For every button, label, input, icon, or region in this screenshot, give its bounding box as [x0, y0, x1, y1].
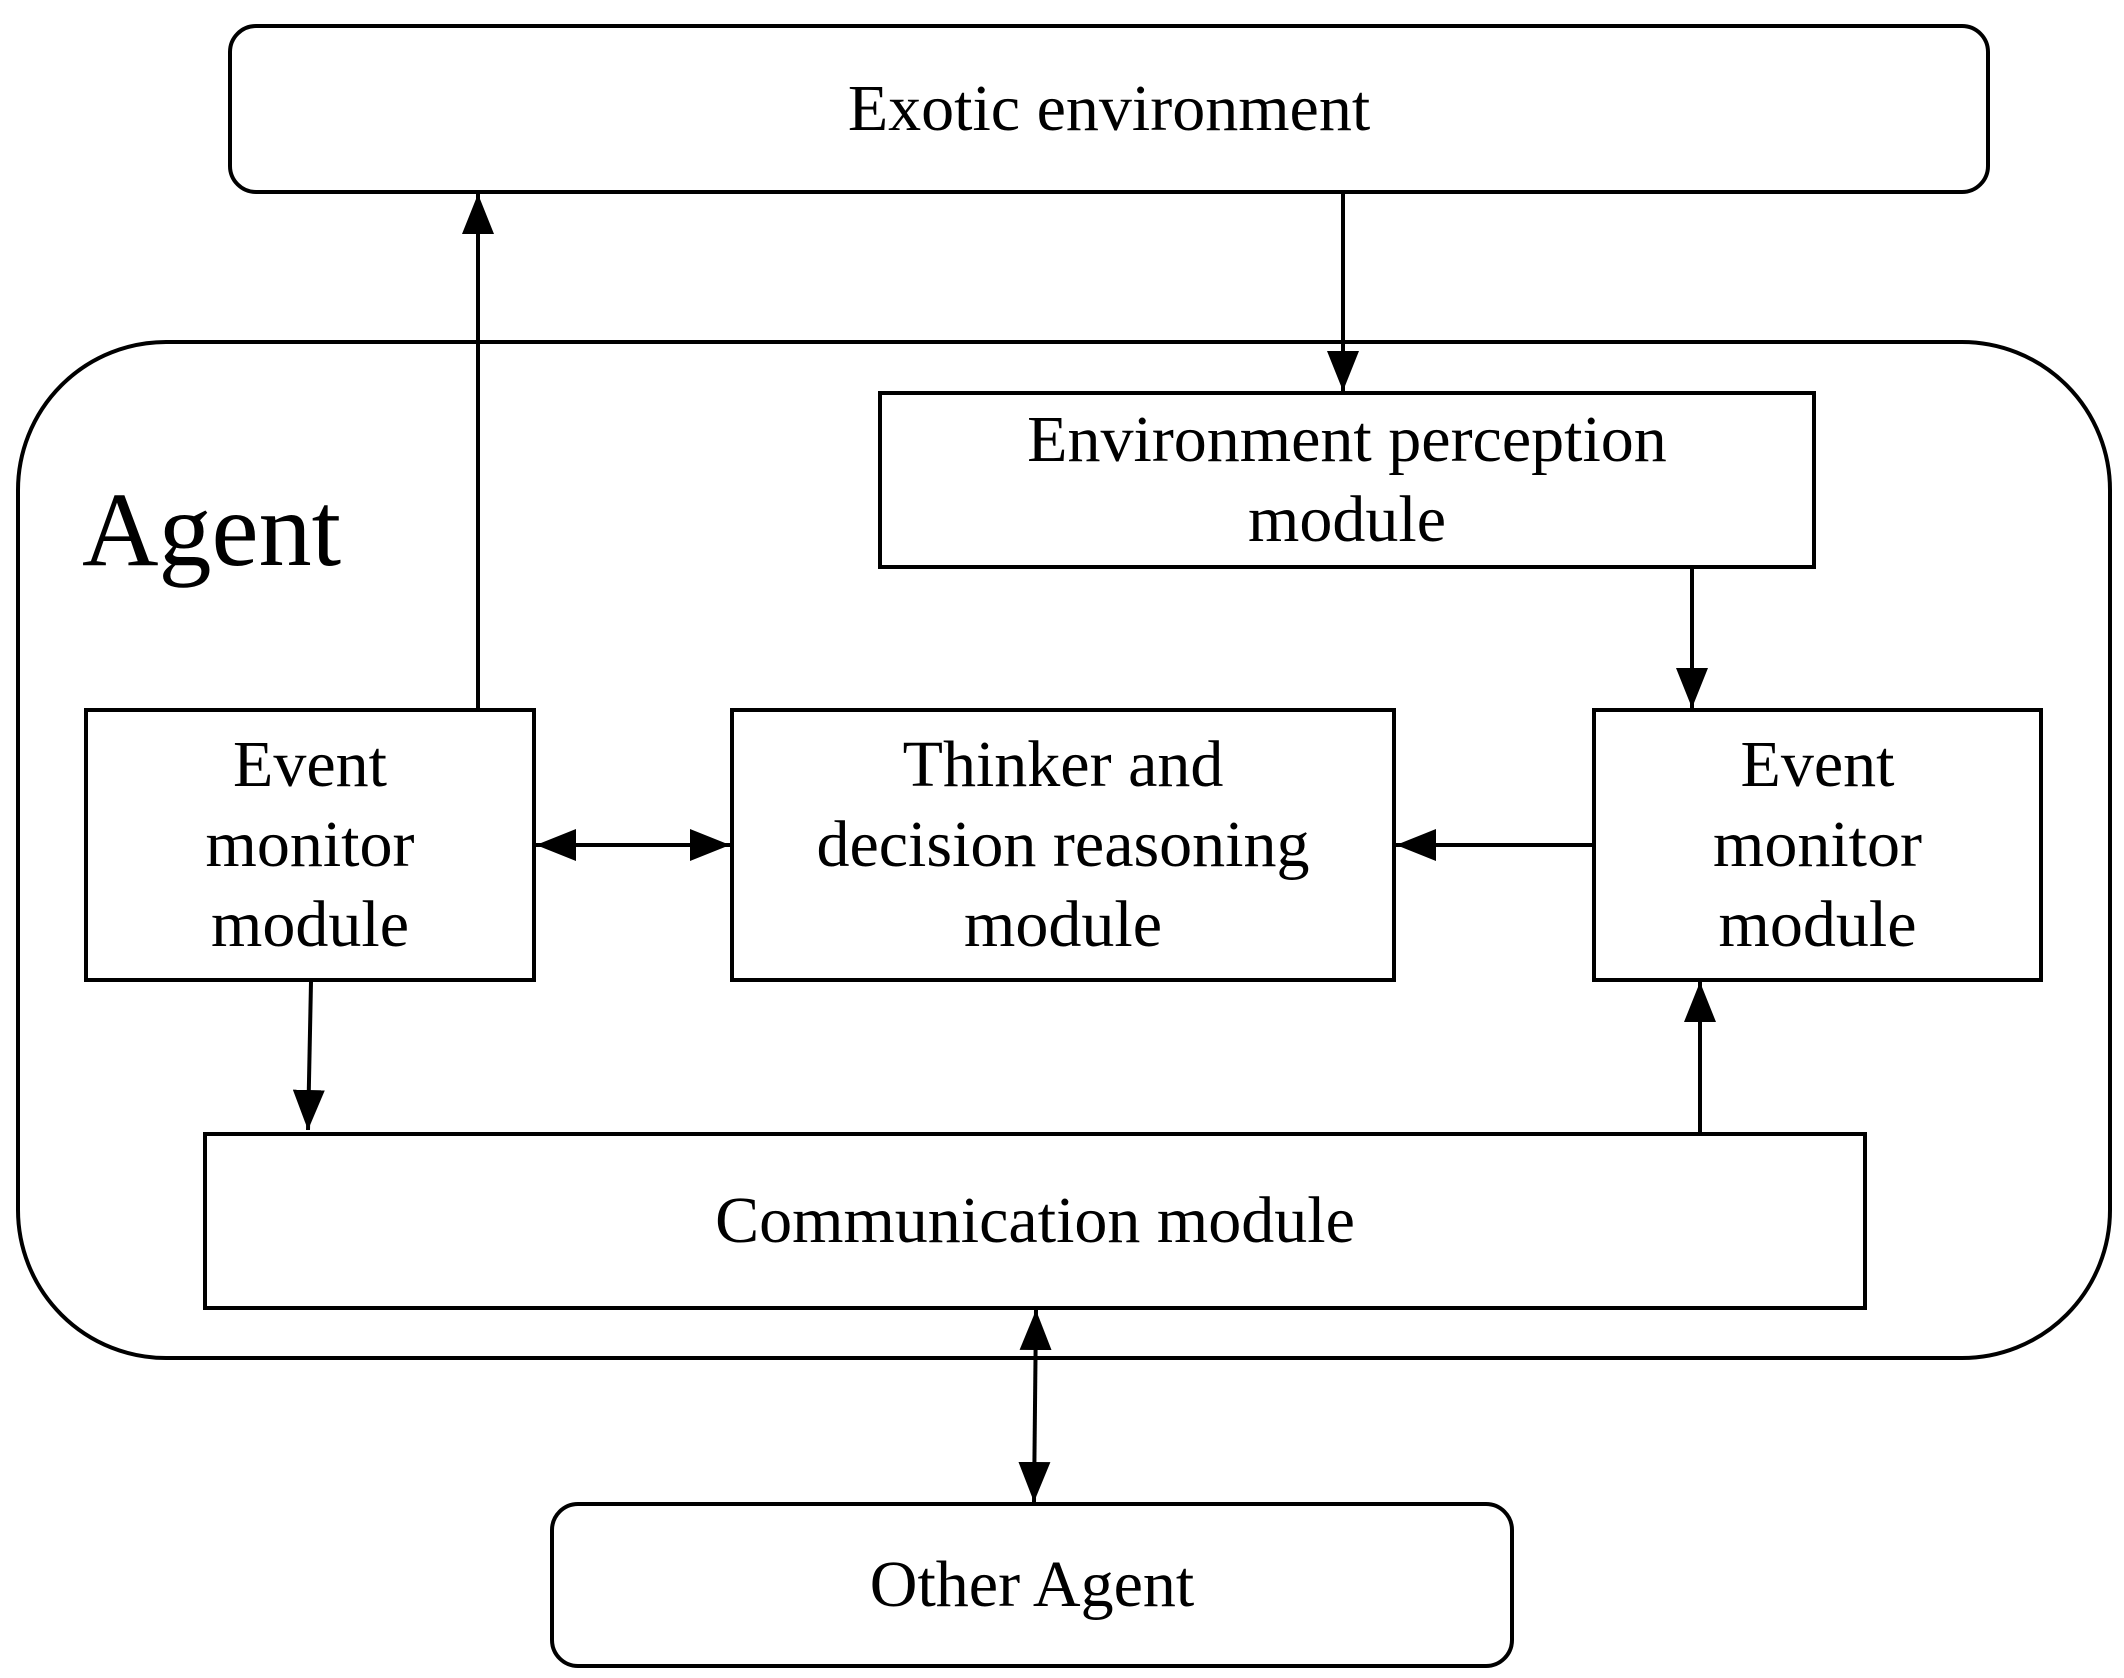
environment-perception-node: Environment perception module [878, 391, 1816, 569]
event-monitor-right-label-line-1: Event [1740, 728, 1895, 801]
other-agent-node: Other Agent [550, 1502, 1514, 1668]
exotic-environment-label: Exotic environment [847, 72, 1371, 145]
environment-perception-label-line-1: Environment perception [1027, 403, 1667, 476]
event-monitor-left-node: Event monitor module [84, 708, 536, 982]
environment-perception-label-line-2: module [1248, 483, 1446, 556]
event-monitor-left-label-line-2: monitor [205, 808, 415, 881]
communication-node: Communication module [203, 1132, 1867, 1310]
communication-label: Communication module [715, 1184, 1355, 1257]
event-monitor-right-label-line-2: monitor [1713, 808, 1922, 881]
event-monitor-right-label-line-3: module [1718, 888, 1917, 961]
arrow-event-monitor-left-to-communication [292, 981, 325, 1131]
arrow-communication-other-agent-bidirectional [1018, 1309, 1052, 1503]
thinker-decision-node: Thinker and decision reasoning module [730, 708, 1396, 982]
thinker-label-line-1: Thinker and [902, 728, 1224, 801]
event-monitor-left-label-line-3: module [211, 888, 409, 961]
exotic-environment-node: Exotic environment [228, 24, 1990, 194]
thinker-label-line-3: module [964, 888, 1162, 961]
event-monitor-left-label-line-1: Event [233, 728, 387, 801]
agent-label: Agent [82, 471, 342, 588]
event-monitor-right-node: Event monitor module [1592, 708, 2043, 982]
thinker-label-line-2: decision reasoning [816, 808, 1310, 881]
other-agent-label: Other Agent [869, 1548, 1195, 1621]
